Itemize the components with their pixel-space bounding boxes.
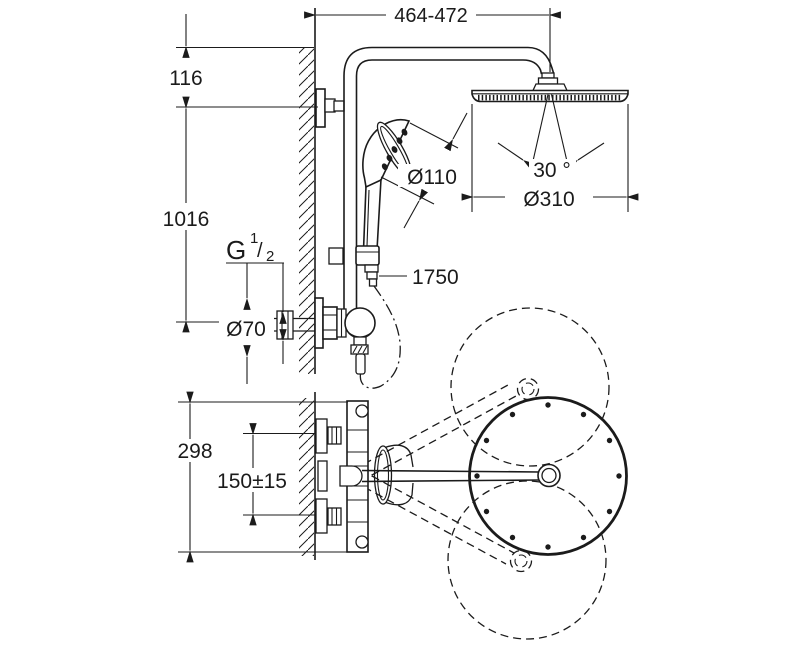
hand-shower [362, 119, 413, 251]
head-shower-ball-joint [531, 72, 569, 92]
hand-shower-nozzles [381, 128, 408, 171]
dimension-hand-shower: Ø110 [380, 112, 468, 229]
dimension-top-offset: 116 [169, 14, 203, 90]
thread-slash-label: / [257, 240, 263, 262]
rail-wall-bracket [315, 88, 345, 128]
dimension-valve-width: 298 [165, 391, 225, 563]
dimension-thread: G 1 / 2 [226, 230, 287, 324]
head-shower [471, 89, 629, 103]
dimension-width-range: 464-472 [304, 3, 561, 27]
thermostat-valve-plan [315, 400, 369, 553]
head-diameter-label: Ø310 [523, 188, 574, 211]
hand-shower-diameter-label: Ø110 [407, 166, 457, 189]
hose-length-label: 1750 [412, 266, 459, 289]
front-view [272, 8, 629, 389]
thread-numerator-label: 1 [250, 230, 258, 247]
thread-denominator-label: 2 [266, 248, 274, 265]
head-shower-plan [468, 396, 628, 556]
head-shower-nozzle-dots [474, 402, 622, 550]
swivel-angle-label: 30 ° [533, 159, 571, 182]
supply-distance-label: 150±15 [217, 470, 287, 493]
rail-height-label: 1016 [163, 208, 210, 231]
hand-shower-holder [328, 245, 380, 287]
valve-width-label: 298 [177, 440, 212, 463]
swivel-position-circles [447, 307, 610, 640]
dimensions-front: 464-472 116 1016 G 1 / 2 Ø70 [156, 3, 639, 384]
hand-shower-plan [373, 444, 414, 506]
shower-hose [359, 285, 401, 389]
swivel-arm-positions [363, 384, 517, 565]
width-range-label: 464-472 [394, 5, 467, 27]
dimensions-plan: 298 150±15 [165, 391, 368, 563]
plan-view [299, 307, 628, 640]
shower-rail-pipe [343, 46, 555, 309]
dimension-head-diameter: Ø310 [461, 185, 639, 211]
thermostat-valve-front [272, 297, 376, 375]
dimension-rail-height: 1016 [156, 96, 217, 333]
wall-plan [299, 392, 316, 560]
escutcheon-diameter-label: Ø70 [226, 318, 266, 341]
thread-prefix-label: G [226, 235, 246, 265]
dimension-escutcheon: Ø70 [219, 312, 287, 384]
top-offset-label: 116 [169, 67, 202, 90]
dimension-swivel-angle: 30 ° [529, 159, 576, 182]
dimension-supply-distance: 150±15 [208, 423, 296, 526]
dimension-hose-length: 1750 [379, 266, 459, 289]
